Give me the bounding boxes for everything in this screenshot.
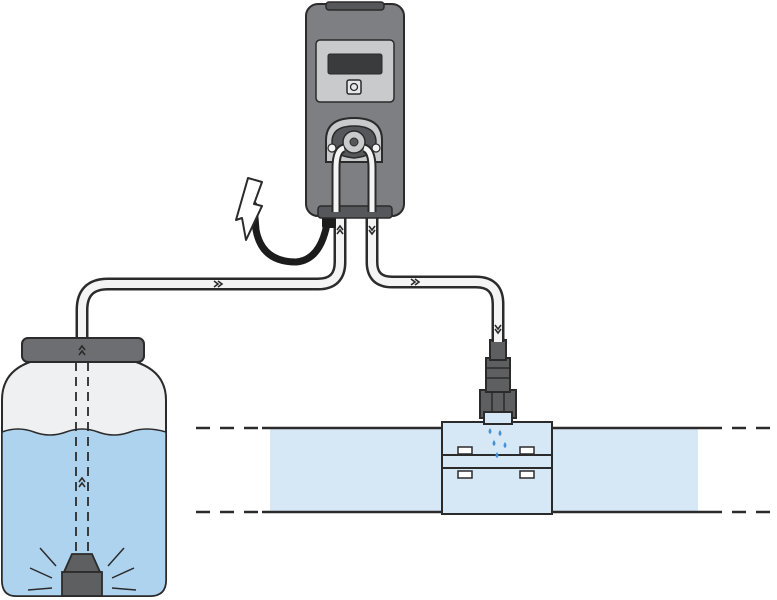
pump-head (325, 116, 383, 212)
tank-liquid (1, 428, 167, 597)
injection-drops (488, 428, 507, 458)
chemical-tank (0, 337, 167, 597)
pipe-tee (441, 421, 553, 515)
tank-lid (21, 337, 145, 363)
suction-tube (75, 212, 347, 345)
display-screen (327, 53, 383, 75)
injection-valve (479, 339, 517, 425)
foot-valve (27, 547, 137, 597)
dosing-pump (305, 1, 405, 219)
discharge-tube (365, 212, 505, 342)
lightning-icon (235, 177, 263, 241)
power-button-icon (346, 79, 362, 95)
pump-body (305, 3, 405, 217)
